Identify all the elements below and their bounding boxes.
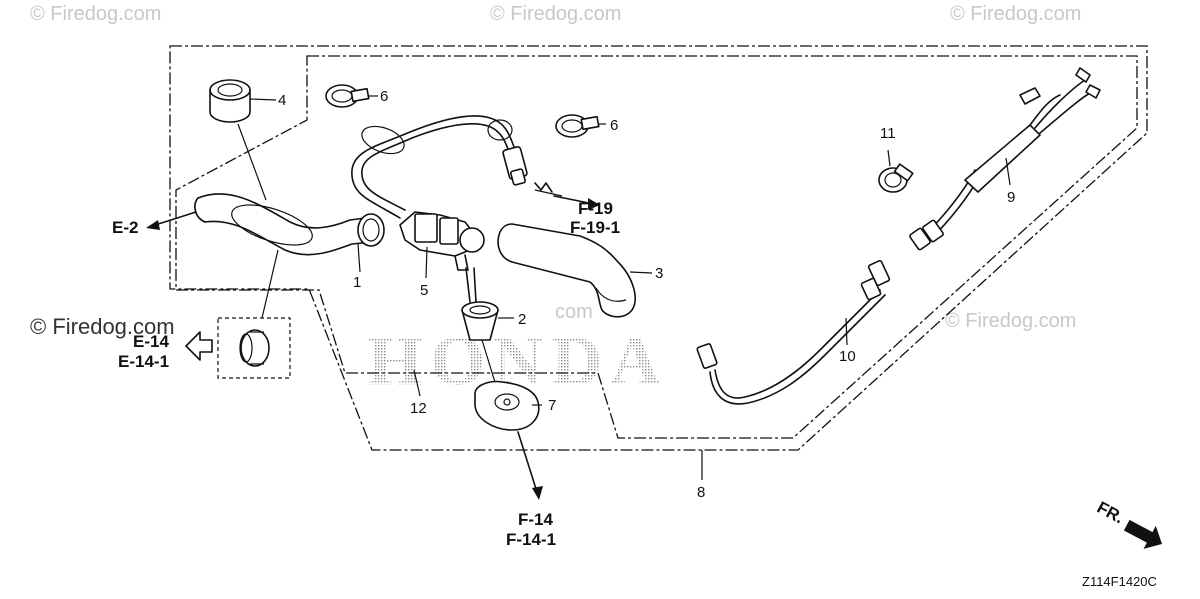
callout-1: 1 xyxy=(353,274,361,291)
collar-part xyxy=(209,79,251,123)
arrow-icon xyxy=(1123,519,1163,549)
ref-e2: E-2 xyxy=(112,218,138,237)
wire-harness-part-2 xyxy=(696,259,891,405)
cap-part xyxy=(474,380,540,431)
grommet-detail-box xyxy=(217,317,291,379)
watermark-center-faint: com xyxy=(555,301,593,323)
grommet-part xyxy=(239,329,270,367)
hose-part xyxy=(194,193,385,256)
callout-9: 9 xyxy=(1007,189,1015,206)
callout-7: 7 xyxy=(548,397,556,414)
ref-e14: E-14 xyxy=(133,332,169,351)
arrow-icon xyxy=(588,198,600,210)
kit-inner-outline xyxy=(175,55,1138,439)
callout-6b: 6 xyxy=(610,117,618,134)
callout-2: 2 xyxy=(518,311,526,328)
callout-3: 3 xyxy=(655,265,663,282)
joint-part xyxy=(461,267,499,341)
kit-outline xyxy=(169,45,1148,451)
watermark-mid-left: © Firedog.com xyxy=(30,314,175,339)
front-direction-indicator: FR. xyxy=(1094,498,1163,549)
watermark-mid-right: © Firedog.com xyxy=(945,310,1076,332)
arrow-icon xyxy=(146,220,160,230)
ref-f19: F-19 xyxy=(578,199,613,218)
ref-f14: F-14 xyxy=(518,510,554,529)
watermark-top-left: © Firedog.com xyxy=(30,3,161,25)
ref-e14-1: E-14-1 xyxy=(118,352,169,371)
callout-10: 10 xyxy=(839,348,856,365)
sensor-assembly-part xyxy=(351,115,553,271)
callout-11: 11 xyxy=(880,125,896,142)
callout-12: 12 xyxy=(410,400,427,417)
tube-part xyxy=(497,223,636,318)
watermark-top-center: © Firedog.com xyxy=(490,3,621,25)
ref-f14-1: F-14-1 xyxy=(506,530,556,549)
callout-6a: 6 xyxy=(380,88,388,105)
callout-5: 5 xyxy=(420,282,428,299)
ref-f19-1: F-19-1 xyxy=(570,218,620,237)
hollow-arrow-icon xyxy=(185,331,213,361)
diagram-code: Z114F1420C xyxy=(1082,574,1157,589)
small-clamp-part xyxy=(878,163,914,193)
watermark-top-right: © Firedog.com xyxy=(950,3,1081,25)
callout-4: 4 xyxy=(278,92,286,109)
callout-8: 8 xyxy=(697,484,705,501)
front-label: FR. xyxy=(1094,498,1127,528)
arrow-icon xyxy=(532,486,543,500)
clamp-part-right xyxy=(555,114,600,138)
clamp-part-left xyxy=(325,84,370,108)
wire-harness-part xyxy=(909,67,1101,251)
